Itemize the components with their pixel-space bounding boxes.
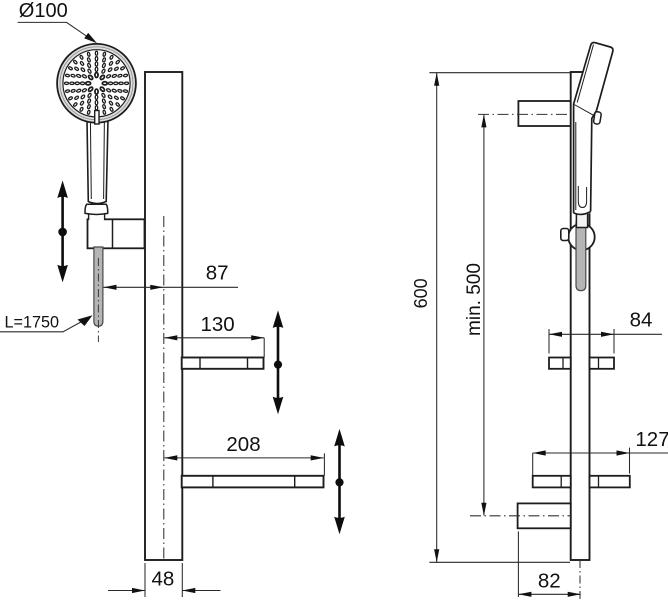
svg-text:82: 82 <box>538 569 561 592</box>
svg-text:130: 130 <box>200 313 234 336</box>
svg-text:L=1750: L=1750 <box>5 314 59 332</box>
svg-text:84: 84 <box>630 308 653 331</box>
svg-text:48: 48 <box>151 568 174 591</box>
svg-text:Ø100: Ø100 <box>19 0 68 22</box>
svg-text:min. 500: min. 500 <box>464 263 485 336</box>
svg-text:127: 127 <box>635 428 668 451</box>
svg-text:87: 87 <box>206 261 229 284</box>
svg-text:208: 208 <box>226 433 260 456</box>
svg-text:600: 600 <box>411 278 431 308</box>
